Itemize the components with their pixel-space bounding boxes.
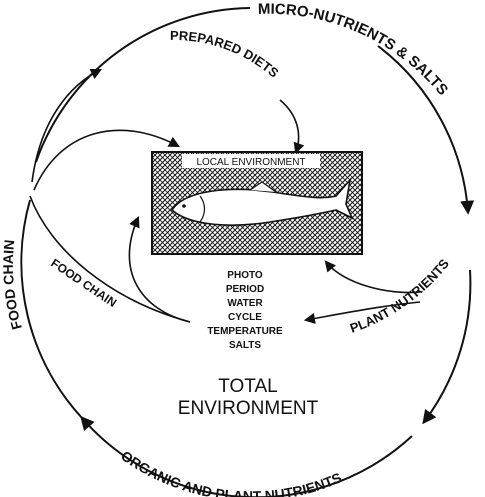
ring-arc-left	[20, 199, 83, 419]
prepared-diets-label: PREPARED DIETS	[170, 28, 282, 81]
factor-cycle: CYCLE	[228, 312, 262, 323]
local-environment-box: LOCAL ENVIRONMENT	[151, 151, 363, 255]
ring-arc-right	[377, 45, 475, 215]
outer-cycle-ring	[20, 7, 475, 497]
local-environment-title: LOCAL ENVIRONMENT	[196, 157, 305, 168]
environment-factors: PHOTO PERIOD WATER CYCLE TEMPERATURE SAL…	[207, 270, 283, 351]
ring-arc-lower-right	[422, 269, 472, 425]
factor-photo: PHOTO	[227, 270, 263, 281]
factor-water: WATER	[227, 298, 263, 309]
factor-temperature: TEMPERATURE	[207, 326, 283, 337]
factor-salts: SALTS	[229, 340, 261, 351]
fish-icon	[170, 177, 354, 226]
environment-label: ENVIRONMENT	[178, 398, 319, 419]
flow-arrows	[29, 68, 421, 324]
micro-nutrients-label: MICRO-NUTRIENTS & SALTS	[258, 1, 452, 99]
inner-food-chain-label: FOOD CHAIN	[48, 256, 119, 310]
factor-period: PERIOD	[226, 284, 264, 295]
title-backing	[182, 154, 320, 168]
arrow-prepared-diets-to-box	[279, 99, 305, 155]
arrow-to-prepared-diets	[31, 68, 103, 183]
plant-nutrients-label: PLANT NUTRIENTS	[348, 256, 452, 336]
arrow-factors-to-food-chain	[128, 215, 191, 323]
arrow-plant-nutrients-to-factors	[303, 301, 421, 324]
ring-arc-top	[35, 7, 251, 163]
arrow-food-chain-to-box	[33, 129, 180, 191]
organic-plant-nutrients-label: ORGANIC AND PLANT NUTRIENTS	[118, 447, 344, 497]
arrow-plant-nutrients-to-box	[324, 260, 421, 294]
arrow-left-food-chain-loop	[29, 195, 191, 323]
total-label: TOTAL	[218, 376, 277, 397]
